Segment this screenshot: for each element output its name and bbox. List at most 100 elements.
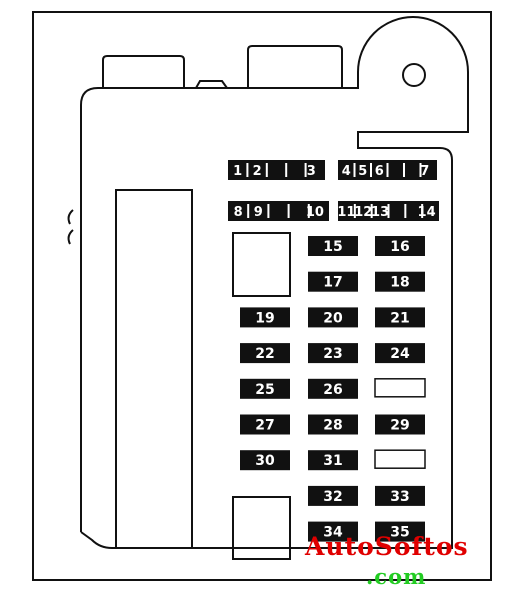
relay-fuse-label-12: 12 <box>354 205 372 220</box>
fuse-body <box>240 307 290 328</box>
fuse-body <box>308 343 358 364</box>
empty-fuse-slot <box>374 378 426 398</box>
fuse-25: 25 <box>240 378 290 399</box>
watermark-logo: AutoSoftos <box>305 532 469 561</box>
fuse-label: 22 <box>255 346 274 362</box>
large-relay-slot-top <box>232 232 291 297</box>
fuse-label: 28 <box>323 418 342 434</box>
fuse-body <box>308 307 358 328</box>
relay-fuse-label-8: 8 <box>234 205 243 220</box>
fuse-34: 34 <box>308 521 358 542</box>
fuse-body <box>375 307 425 328</box>
fuse-24: 24 <box>375 343 425 364</box>
fuse-19: 19 <box>240 307 290 328</box>
fuse-body <box>240 378 290 399</box>
relay-fuse-label-6: 6 <box>375 164 384 179</box>
fuse-label: 18 <box>390 275 409 291</box>
fuse-20: 20 <box>308 307 358 328</box>
relay-fuse-divider <box>386 163 389 177</box>
relay-fuse-label-1: 1 <box>233 164 242 179</box>
relay-fuse-divider <box>419 163 422 177</box>
fuse-label: 35 <box>390 525 409 541</box>
outer-frame <box>32 11 492 581</box>
fuse-29: 29 <box>375 414 425 435</box>
fuse-label: 21 <box>390 310 409 326</box>
fuse-body <box>375 343 425 364</box>
relay-fuse-label-5: 5 <box>358 164 367 179</box>
fuse-label: 26 <box>323 382 342 398</box>
fuse-body <box>375 236 425 256</box>
fuse-18: 18 <box>375 271 425 292</box>
fuse-label: 31 <box>323 453 342 469</box>
relay-fuse-label-9: 9 <box>254 205 263 220</box>
fuse-26: 26 <box>308 378 358 399</box>
relay-fuse-divider <box>285 163 288 177</box>
fuse-30: 30 <box>240 450 290 471</box>
relay-fuse-label-2: 2 <box>253 164 262 179</box>
clip-top <box>67 209 74 225</box>
top-tab <box>195 80 228 89</box>
fuse-33: 33 <box>375 485 425 506</box>
relay-fuse-divider <box>353 204 356 218</box>
fuse-body <box>308 450 358 471</box>
top-connector-left <box>102 55 185 88</box>
watermark-tld: .com <box>366 564 427 589</box>
fuse-body <box>375 271 425 292</box>
relay-fuse-divider <box>304 163 307 177</box>
fuse-label: 16 <box>390 239 409 255</box>
fuse-label: 15 <box>323 239 342 255</box>
fuse-label: 33 <box>390 489 409 505</box>
relay-fuse-label-13: 13 <box>371 205 389 220</box>
housing-outline <box>32 11 492 581</box>
fuse-28: 28 <box>308 414 358 435</box>
fuse-label: 17 <box>323 275 342 291</box>
fuse-label: 25 <box>255 382 274 398</box>
relay-fuse-label-4: 4 <box>342 164 351 179</box>
relay-fuse-divider <box>307 204 310 218</box>
empty-fuse-slot <box>374 449 426 469</box>
fuse-label: 23 <box>323 346 342 362</box>
relay-slot-panel <box>115 189 193 549</box>
fuse-label: 30 <box>255 453 275 469</box>
inner-housing <box>80 16 469 549</box>
fuse-body <box>375 414 425 435</box>
fuse-22: 22 <box>240 343 290 364</box>
fuse-body <box>375 485 425 506</box>
relay-fuse-divider <box>403 163 405 177</box>
fuse-label: 34 <box>323 525 343 541</box>
fuse-35: 35 <box>375 521 425 542</box>
fuse-31: 31 <box>308 450 358 471</box>
fuse-body <box>240 414 290 435</box>
large-relay-slot-bottom <box>232 496 291 560</box>
relay-fuse-body <box>228 201 329 221</box>
fuse-label: 24 <box>390 346 410 362</box>
relay-fuse-divider <box>370 163 372 177</box>
fuse-body <box>308 236 358 256</box>
relay-fuse-label-14: 14 <box>418 205 436 220</box>
top-connector-right <box>247 45 343 88</box>
fuse-label: 19 <box>255 310 274 326</box>
relay-fuse-body <box>228 160 325 180</box>
fuse-body <box>308 521 358 542</box>
fuse-label: 20 <box>323 310 343 326</box>
fuse-body <box>375 521 425 542</box>
relay-fuse-divider <box>267 204 270 218</box>
fuse-23: 23 <box>308 343 358 364</box>
relay-fuse-divider <box>353 163 356 177</box>
relay-fuse-divider <box>265 163 268 177</box>
fuse-16: 16 <box>375 236 425 256</box>
relay-fuse-divider <box>246 163 249 177</box>
fuse-21: 21 <box>375 307 425 328</box>
mounting-hole <box>402 63 426 87</box>
fuse-32: 32 <box>308 485 358 506</box>
relay-fuse-divider <box>387 204 390 218</box>
relay-fuse-divider <box>421 204 424 218</box>
relay-fuse-label-7: 7 <box>420 164 429 179</box>
